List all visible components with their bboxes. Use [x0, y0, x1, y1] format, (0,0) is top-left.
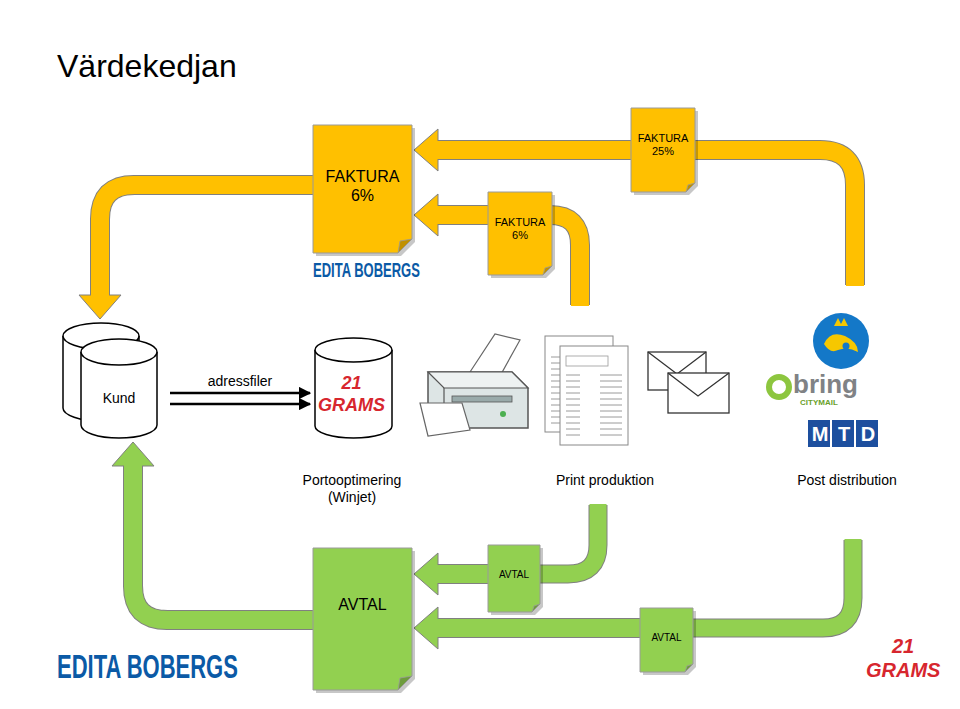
document-fold: [398, 239, 412, 253]
printer-top: [428, 372, 528, 388]
node-text: FAKTURA 6%: [321, 167, 405, 205]
posten-horn-hole: [843, 343, 850, 350]
arrow-head: [414, 607, 438, 649]
node-text: FAKTURA 6%: [491, 216, 549, 242]
node-text: Kund: [80, 390, 158, 407]
document-fold: [398, 676, 412, 690]
document-box: AVTAL: [313, 548, 412, 690]
logo-text: CITYMAIL: [800, 398, 838, 408]
paper-in: [470, 334, 520, 376]
document-box: FAKTURA 25%: [631, 108, 695, 192]
envelope-flap: [648, 352, 706, 374]
document-shape: [488, 545, 540, 612]
arrow-outline: [133, 466, 314, 620]
document-shape: [313, 125, 412, 253]
node-text: 21 GRAMS: [314, 373, 389, 416]
logo-letter: D: [856, 422, 880, 446]
envelope-flap: [668, 373, 729, 396]
node-text: AVTAL: [642, 632, 691, 644]
logo-text: EDITA BOBERGS: [57, 648, 238, 688]
arrow-head: [79, 295, 121, 319]
arrow-head: [414, 194, 438, 236]
logo-letter: M: [808, 422, 832, 446]
arrow-band: [435, 619, 641, 637]
flow-arrow: [414, 129, 632, 171]
printer-button: [500, 411, 506, 417]
printer-slot: [452, 396, 512, 402]
node-text: AVTAL: [321, 595, 405, 614]
document-box: FAKTURA 6%: [488, 192, 552, 275]
caption: Post distribution: [767, 472, 927, 489]
flow-arrow: [414, 553, 489, 595]
arrow-head: [112, 442, 154, 466]
arrow-band: [100, 185, 314, 298]
posten-logo: [813, 313, 869, 369]
arrow-outline: [100, 185, 314, 295]
caption: Print produktion: [525, 472, 685, 489]
database-cylinder: 21 GRAMS: [314, 337, 393, 438]
arrow-band: [133, 463, 314, 620]
document-box: AVTAL: [488, 545, 540, 612]
file-arrow: [170, 403, 310, 406]
arrow-tail: [670, 539, 853, 628]
document-fold: [532, 604, 540, 612]
logo-text: EDITA BOBERGS: [313, 259, 420, 282]
arrow-tail-outline: [670, 540, 853, 628]
arrow-head: [414, 553, 438, 595]
document-shape: [488, 192, 552, 275]
slide-title: Värdekedjan: [57, 48, 237, 85]
logo-text: MTD: [808, 422, 880, 446]
envelope: [668, 373, 729, 413]
document-box: AVTAL: [640, 608, 693, 672]
database-cylinder: Kund: [62, 322, 158, 438]
cylinder-top: [81, 339, 157, 365]
arrow-band: [435, 565, 489, 583]
document-sheet: [560, 346, 628, 445]
document-fold: [543, 266, 552, 275]
node-text: AVTAL: [490, 569, 538, 581]
document-fold: [686, 183, 695, 192]
edge-label: adressfiler: [206, 373, 275, 389]
caption: 21 GRAMS: [866, 634, 940, 682]
posten-crown: [834, 318, 848, 326]
flow-arrow: [79, 185, 314, 319]
posten-horn: [824, 334, 858, 352]
cylinder-body: [315, 350, 392, 438]
document-shape: [640, 608, 693, 672]
flow-arrow: [414, 194, 489, 236]
flow-arrow: [112, 442, 314, 620]
arrow-band: [435, 206, 489, 224]
arrow-head: [414, 129, 438, 171]
document-rows: [566, 372, 622, 438]
arrow-band: [435, 141, 632, 159]
document-shape: [631, 108, 695, 192]
paper-out: [420, 403, 470, 436]
cylinder-top: [315, 338, 392, 362]
flow-arrow: [170, 393, 310, 404]
node-text: FAKTURA 25%: [634, 132, 692, 158]
document-fold: [685, 664, 693, 672]
bring-ring: [769, 377, 789, 397]
document-box: FAKTURA 6%: [313, 125, 412, 253]
logo-letter: T: [832, 422, 856, 446]
caption: Portooptimering (Winjet): [292, 472, 412, 506]
logo-text: bring: [793, 371, 858, 397]
document-shape: [313, 548, 412, 690]
file-arrow: [170, 392, 310, 395]
document-header: [566, 356, 608, 366]
node-outline: [313, 548, 412, 690]
node-outline: [62, 322, 158, 438]
